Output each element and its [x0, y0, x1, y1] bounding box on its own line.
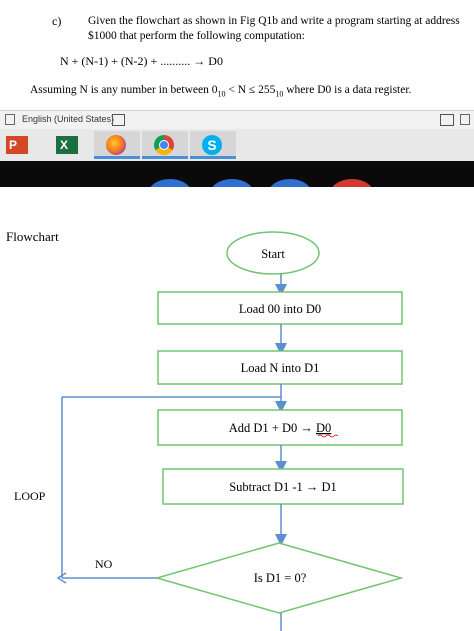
spellcheck-squiggle: [317, 434, 339, 438]
taskbar: P X S: [0, 129, 474, 161]
skype-icon: S: [202, 135, 222, 155]
step3-box: [157, 409, 403, 446]
assumption-mid: < N ≤ 255: [225, 84, 276, 96]
step2-label: Load N into D1: [241, 361, 320, 375]
flowchart-title: Flowchart: [6, 229, 59, 244]
firefox-button[interactable]: [94, 131, 140, 159]
blue-circle-3: [268, 179, 312, 187]
print-layout-icon[interactable]: [460, 114, 470, 125]
powerpoint-icon: P: [6, 136, 28, 154]
assumption-sub-2: 10: [275, 89, 284, 99]
red-circle: [330, 179, 374, 187]
step3-target: D0: [316, 421, 331, 435]
keyboard-icon[interactable]: [112, 114, 125, 126]
step4-box: [162, 468, 404, 505]
excel-icon: X: [56, 136, 78, 154]
decision-label: Is D1 = 0?: [254, 571, 307, 585]
question-label: c): [52, 14, 62, 28]
computation-formula: N + (N-1) + (N-2) + .......... → D0: [60, 54, 223, 68]
read-mode-icon[interactable]: [440, 114, 454, 126]
dark-band: [0, 161, 474, 187]
step1-label: Load 00 into D0: [239, 302, 321, 316]
assumption-suffix: where D0 is a data register.: [283, 84, 412, 96]
start-label: Start: [261, 247, 285, 261]
skype-button[interactable]: S: [190, 131, 236, 159]
powerpoint-button[interactable]: P: [0, 131, 46, 159]
chrome-button[interactable]: [142, 131, 188, 159]
chrome-icon: [154, 135, 174, 155]
blue-circle-2: [210, 179, 254, 187]
assumption-text: Assuming N is any number in between 010 …: [30, 84, 411, 98]
step3-label: Add D1 + D0 → D0: [229, 421, 332, 435]
step4-label: Subtract D1 -1 → D1: [229, 480, 337, 494]
start-terminal: [226, 231, 320, 275]
step1-box: [157, 291, 403, 325]
firefox-icon: [106, 135, 126, 155]
page-icon: [5, 114, 15, 125]
language-indicator[interactable]: English (United States): [22, 114, 115, 124]
loop-arrowhead: [56, 572, 67, 584]
question-text: Given the flowchart as shown in Fig Q1b …: [88, 15, 460, 42]
assumption-prefix: Assuming N is any number in between 0: [30, 84, 218, 96]
step2-box: [157, 350, 403, 385]
step3-prefix: Add D1 + D0 →: [229, 421, 316, 435]
no-label: NO: [95, 557, 113, 571]
blue-circle-1: [148, 179, 192, 187]
loop-label: LOOP: [14, 489, 46, 503]
excel-button[interactable]: X: [48, 131, 94, 159]
decision-diamond: [154, 542, 404, 614]
assumption-sub-1: 10: [217, 89, 226, 99]
